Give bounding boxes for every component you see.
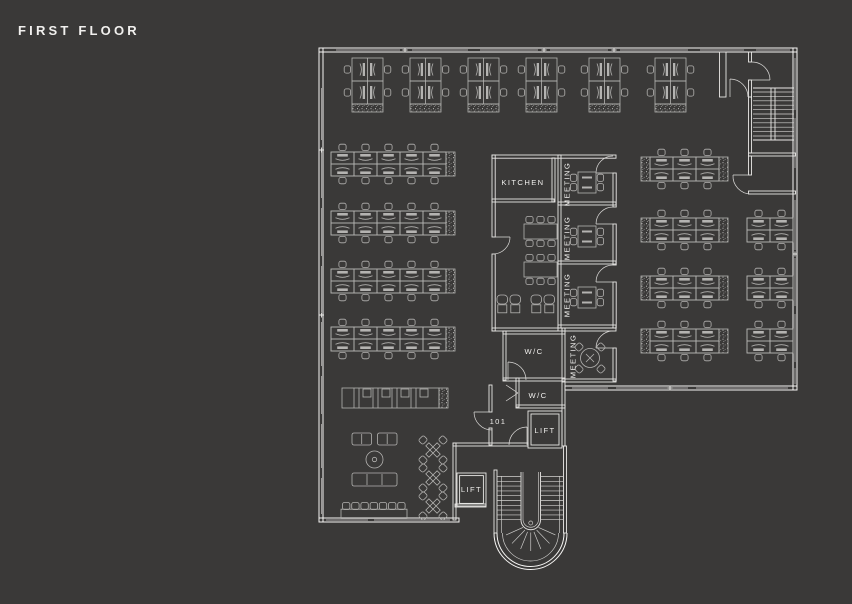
interior-walls (452, 51, 796, 534)
meeting-room-2-label: MEETING (563, 216, 572, 260)
main-staircase (493, 472, 568, 570)
desk-rows-right-wing (641, 149, 793, 361)
room-labels: KITCHEN MEETING MEETING MEETING MEETING … (461, 162, 578, 494)
desk-clusters-top-row (344, 58, 694, 112)
lounge-area (340, 387, 449, 521)
wc-room-1-label: W/C (525, 347, 544, 356)
kitchen-label: KITCHEN (501, 178, 544, 187)
unit-number-label: 101 (490, 417, 507, 426)
lift-2-label: LIFT (461, 485, 482, 494)
meeting-room-4-round-table (573, 341, 607, 375)
back-staircase (753, 87, 794, 141)
desk-rows-left-wing (331, 144, 455, 359)
exterior-walls (318, 47, 798, 523)
lift-2 (456, 472, 487, 507)
breakout-dining-tables (496, 216, 557, 314)
meeting-room-4-label: MEETING (569, 334, 578, 378)
page-title: FIRST FLOOR (18, 23, 140, 38)
lift-1-label: LIFT (534, 426, 555, 435)
meeting-room-3-label: MEETING (563, 273, 572, 317)
window-lines (319, 47, 798, 521)
lift-1 (527, 410, 563, 449)
meeting-room-1-label: MEETING (563, 162, 572, 206)
wc-room-2-label: W/C (529, 391, 548, 400)
door-swings (473, 61, 771, 446)
meeting-room-tables (570, 172, 603, 308)
